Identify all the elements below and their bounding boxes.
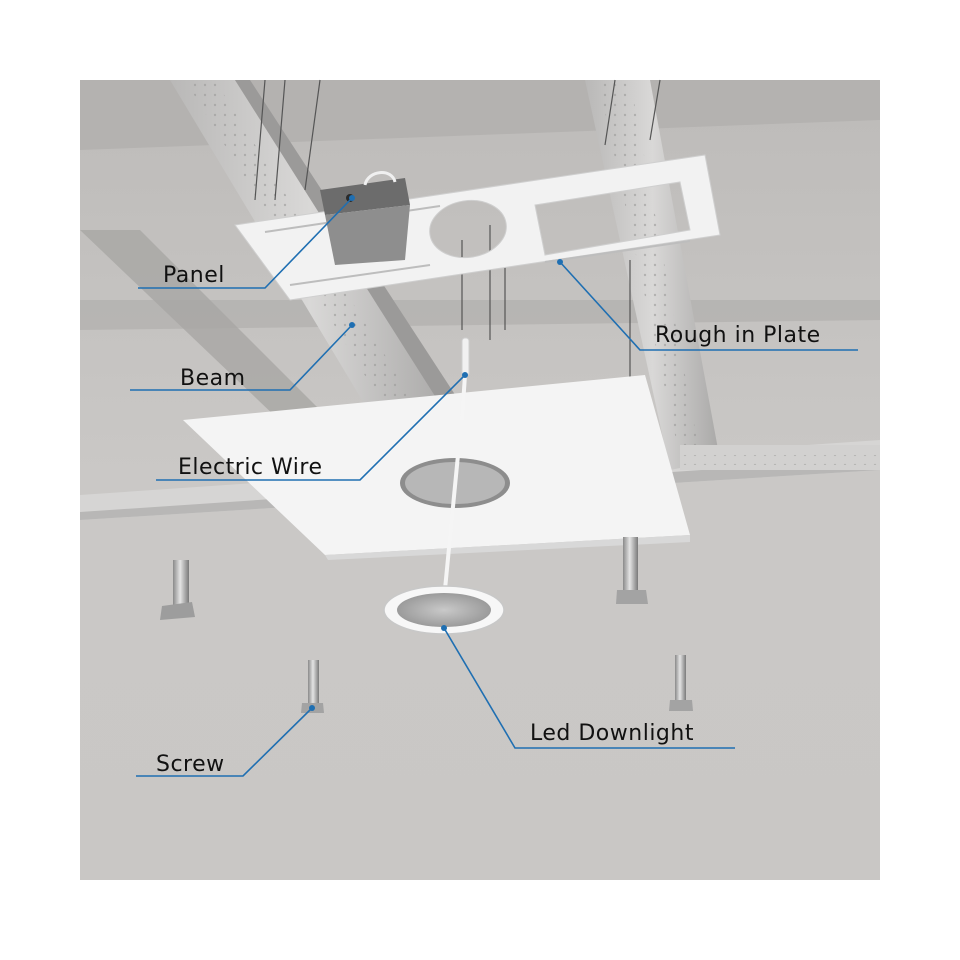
leader-lines [130, 197, 858, 777]
label-panel: Panel [163, 263, 225, 288]
leader-rough-in-plate [559, 261, 858, 351]
screw-graphics [160, 537, 693, 713]
label-beam: Beam [180, 366, 246, 391]
led-downlight-graphic [383, 585, 505, 635]
electric-wire [441, 337, 470, 611]
leader-panel [138, 197, 353, 289]
label-electric-wire: Electric Wire [178, 455, 323, 480]
leader-electric-wire [156, 374, 466, 481]
label-rough-in-plate: Rough in Plate [655, 323, 821, 348]
leader-beam [130, 324, 353, 391]
label-led-downlight: Led Downlight [530, 721, 694, 746]
ceiling-panel [183, 375, 690, 560]
leader-dots [309, 195, 563, 711]
leader-screw [136, 707, 313, 777]
label-screw: Screw [156, 752, 225, 777]
leader-led-downlight [443, 627, 735, 749]
